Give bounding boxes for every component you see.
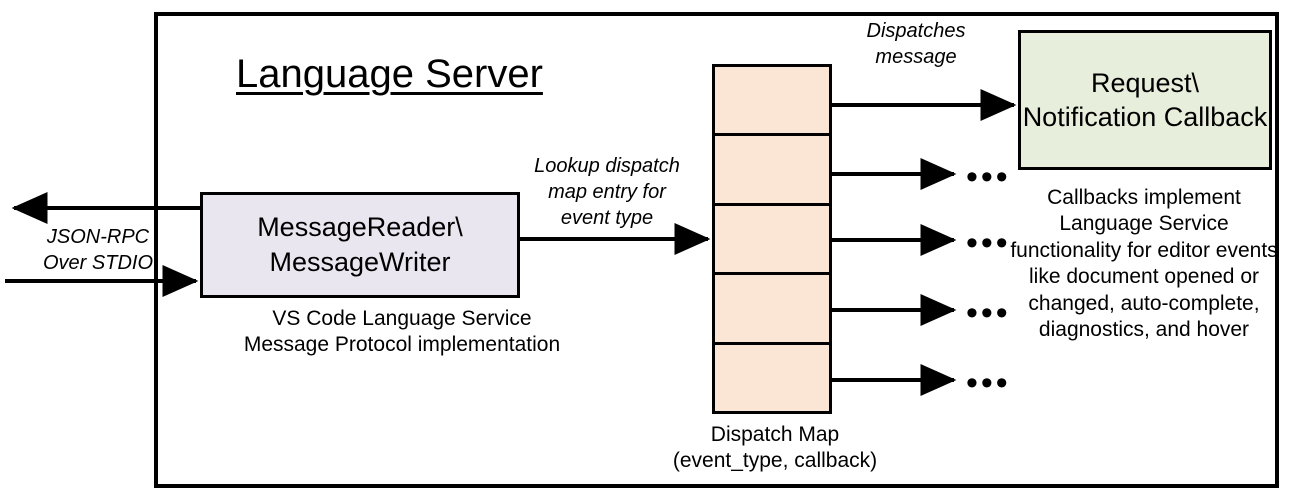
ellipsis-row-4: ••• xyxy=(966,294,1011,332)
page-title: Language Server xyxy=(236,52,543,96)
language-server-frame xyxy=(154,12,1279,488)
dispatch-entry-3[interactable] xyxy=(715,206,829,276)
callback-description: Callbacks implement Language Service fun… xyxy=(1010,186,1278,342)
jsonrpc-transport-label: JSON-RPC Over STDIO xyxy=(42,226,153,274)
message-reader-writer-box[interactable]: MessageReader\ MessageWriter xyxy=(200,192,520,298)
request-notification-callback-label: Request\ Notification Callback xyxy=(1022,67,1268,132)
dispatch-map-table[interactable] xyxy=(712,64,832,414)
ellipsis-row-2: ••• xyxy=(966,158,1011,196)
dispatch-entry-4[interactable] xyxy=(715,275,829,345)
dispatch-entry-5[interactable] xyxy=(715,345,829,411)
lookup-dispatch-label: Lookup dispatch map entry for event type xyxy=(534,155,680,229)
message-reader-caption: VS Code Language Service Message Protoco… xyxy=(243,307,561,356)
dispatch-entry-2[interactable] xyxy=(715,136,829,206)
ellipsis-row-5: ••• xyxy=(966,364,1011,402)
dispatch-map-caption: Dispatch Map (event_type, callback) xyxy=(672,423,878,472)
message-reader-writer-label: MessageReader\ MessageWriter xyxy=(257,212,463,277)
ellipsis-row-3: ••• xyxy=(966,224,1011,262)
request-notification-callback-box[interactable]: Request\ Notification Callback xyxy=(1018,30,1272,170)
dispatch-entry-1[interactable] xyxy=(715,67,829,137)
dispatches-message-label: Dispatches message xyxy=(866,20,966,68)
